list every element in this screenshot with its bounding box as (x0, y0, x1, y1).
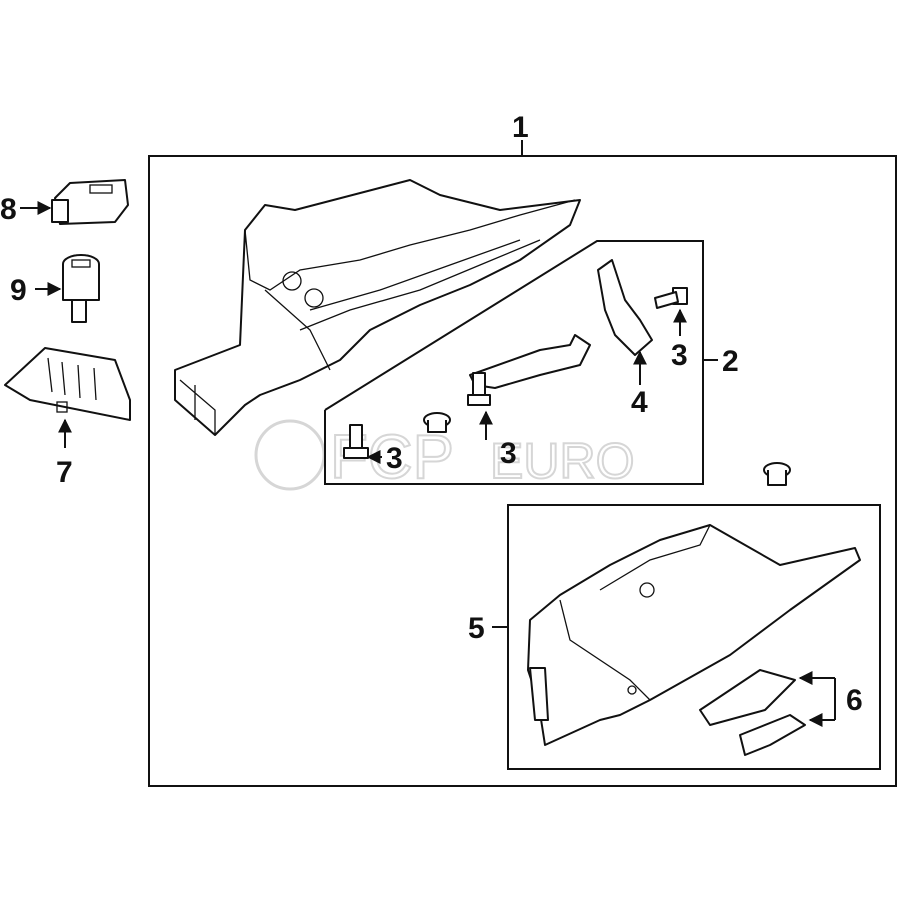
callout-3-middle: 3 (500, 437, 517, 470)
sub-box-5 (507, 504, 881, 770)
svg-text:EURO: EURO (490, 433, 634, 489)
callout-6: 6 (846, 684, 863, 717)
part-6-pieces (699, 669, 806, 756)
callout-5: 5 (468, 612, 485, 645)
bolt-middle (467, 372, 491, 406)
callout-4: 4 (631, 386, 648, 419)
part-9-lock-cylinder (62, 254, 100, 323)
part-4-latch (597, 259, 653, 356)
callout-8: 8 (0, 193, 17, 226)
callout-7: 7 (56, 456, 73, 489)
callout-2: 2 (722, 345, 739, 378)
callout-3-left: 3 (386, 442, 403, 475)
glove-box-bin (527, 524, 861, 746)
sub-box-2 (324, 240, 704, 485)
part-8-switch (51, 179, 129, 225)
glove-box-frame (174, 179, 581, 436)
part-7-bracket (4, 347, 131, 421)
clip-middle (423, 412, 451, 433)
callout-1: 1 (512, 111, 529, 144)
callout-9: 9 (10, 274, 27, 307)
bolt-top-right (654, 287, 688, 309)
watermark-logo: FCP EURO (254, 419, 635, 493)
hinge-arm (469, 334, 591, 389)
clip-right (763, 462, 791, 486)
callout-3-top: 3 (671, 339, 688, 372)
